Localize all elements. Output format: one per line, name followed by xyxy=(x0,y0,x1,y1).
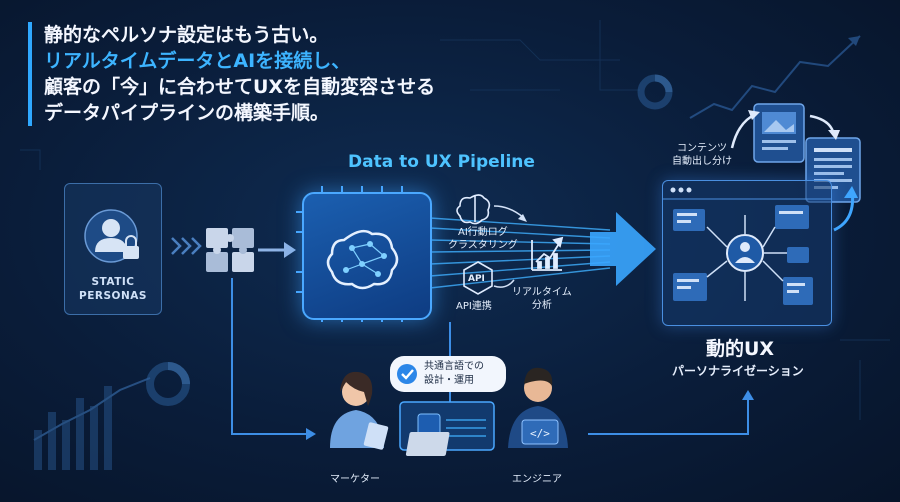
ai-clustering-line-2: クラスタリング xyxy=(448,240,518,251)
ux-network-icon xyxy=(663,187,831,305)
ai-clustering-label: AI行動ログ クラスタリング xyxy=(448,226,518,252)
trend-chart-icon xyxy=(531,236,564,271)
headline-line-4: データパイプラインの構築手順。 xyxy=(44,102,330,124)
dynamic-ux-title: 動的UX xyxy=(706,338,775,360)
ai-brain-icon xyxy=(326,229,399,290)
personalization-label: パーソナライゼーション xyxy=(672,364,804,378)
big-arrow-icon xyxy=(590,212,656,286)
headline-line-2: リアルタイムデータとAIを接続し、 xyxy=(44,50,351,72)
content-screen-icon xyxy=(753,103,805,163)
engineer-figure: </> xyxy=(405,367,568,456)
background-grid xyxy=(20,20,890,420)
marketer-label: マーケター xyxy=(330,474,380,485)
collaboration-line-2: 設計・運用 xyxy=(424,375,474,386)
puzzle-icon xyxy=(206,228,254,272)
arrow-brain-trend-icon xyxy=(493,205,525,219)
realtime-analysis-label: リアルタイム 分析 xyxy=(512,286,572,312)
brain-icon xyxy=(456,194,491,225)
headline: 静的なペルソナ設定はもう古い。 リアルタイムデータとAIを接続し、 顧客の「今」… xyxy=(28,22,435,126)
decor-donut-chart-icon xyxy=(637,74,673,110)
decor-bar-chart-icon xyxy=(33,377,151,470)
ai-chip xyxy=(302,192,432,320)
persona-label-line-2: PERSONAS xyxy=(79,290,147,302)
arrow-to-ux-icon xyxy=(742,390,754,400)
realtime-line-2: 分析 xyxy=(531,300,552,311)
arrow-api-analysis-icon xyxy=(493,279,515,288)
dynamic-ux-panel xyxy=(662,180,832,326)
marketer-figure xyxy=(330,371,389,450)
pipeline-label: Data to UX Pipeline xyxy=(348,152,535,172)
collaboration-line-1: 共通言語での xyxy=(424,361,484,372)
engineer-label: エンジニア xyxy=(512,474,562,485)
checkmark-icon xyxy=(397,364,417,384)
headline-line-3: 顧客の「今」に合わせてUXを自動変容させる xyxy=(44,76,436,98)
content-line-2: 自動出し分け xyxy=(672,156,732,167)
content-switch-label: コンテンツ 自動出し分け xyxy=(672,142,732,168)
ai-clustering-line-1: AI行動ログ xyxy=(458,227,508,238)
svg-text:</>: </> xyxy=(530,427,550,440)
data-stream-lines xyxy=(429,217,611,289)
api-hex-icon xyxy=(463,261,493,295)
arrow-to-chip-icon xyxy=(258,242,296,258)
api-badge: API xyxy=(468,274,485,284)
persona-label-line-1: STATIC xyxy=(91,276,135,288)
content-line-1: コンテンツ xyxy=(677,143,727,154)
arrow-to-marketer-icon xyxy=(306,428,316,440)
collaboration-bubble: 共通言語での 設計・運用 xyxy=(390,356,506,392)
headline-line-1: 静的なペルソナ設定はもう古い。 xyxy=(44,24,329,46)
user-lock-icon xyxy=(84,209,139,263)
decor-pie-chart-icon xyxy=(146,362,190,406)
static-personas-card: STATIC PERSONAS xyxy=(64,183,162,315)
decor-trend-line-icon xyxy=(689,35,861,119)
collaboration-text: 共通言語での 設計・運用 xyxy=(424,360,484,388)
chevron-arrows-icon xyxy=(171,237,202,255)
api-link-label: API連携 xyxy=(456,301,492,312)
realtime-line-1: リアルタイム xyxy=(512,287,572,298)
